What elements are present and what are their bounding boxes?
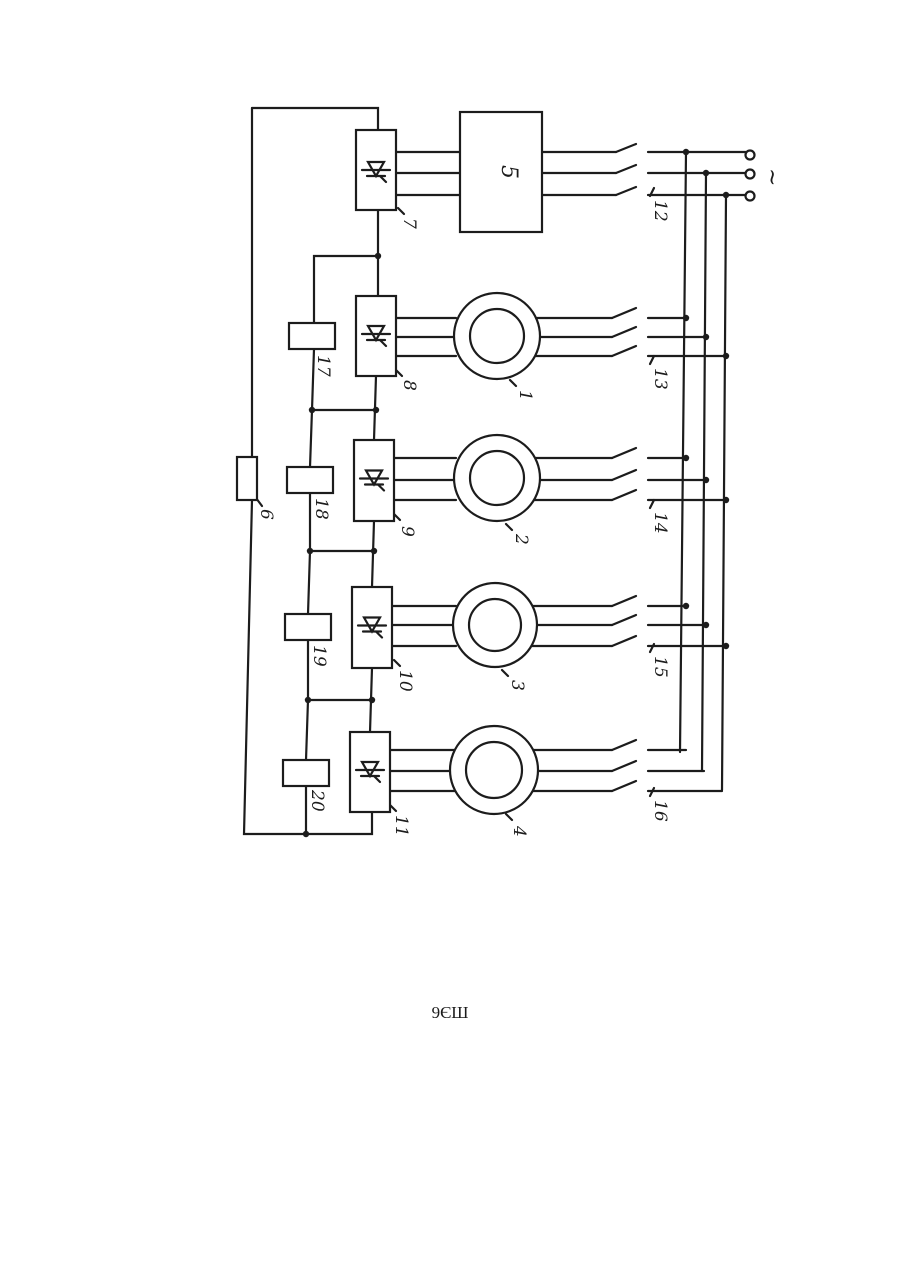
switch-14-blade xyxy=(612,448,636,458)
relay-20-lead-top xyxy=(306,700,308,760)
bus-phase-c xyxy=(722,195,726,790)
junction-dot xyxy=(703,334,709,340)
junction-dot xyxy=(703,622,709,628)
label-block-9: 9 xyxy=(397,526,417,537)
junction-dot xyxy=(723,192,729,198)
label-block-5: 5 xyxy=(496,165,521,179)
label-block-7: 7 xyxy=(399,218,419,229)
relay-18 xyxy=(287,467,333,493)
reference-leader xyxy=(398,208,404,214)
label-block-10: 10 xyxy=(395,670,415,692)
dc-loop-top xyxy=(252,108,378,130)
label-switch-14: 14 xyxy=(650,512,670,534)
relay-17 xyxy=(289,323,335,349)
relay-19 xyxy=(285,614,331,640)
label-relay-18: 18 xyxy=(311,498,331,520)
junction-dot xyxy=(309,407,315,413)
resistor-6 xyxy=(237,457,257,500)
ac-supply-symbol: ~ xyxy=(759,168,784,186)
switch-13-blade xyxy=(612,346,636,356)
converter-9 xyxy=(354,440,394,521)
junction-dot xyxy=(683,603,689,609)
switch-14-blade xyxy=(612,470,636,480)
junction-dot xyxy=(375,253,381,259)
switch-12-blade xyxy=(616,165,636,173)
junction-dot xyxy=(369,697,375,703)
junction-dot xyxy=(371,548,377,554)
terminal-circle-icon xyxy=(746,151,755,160)
converter-8 xyxy=(356,296,396,376)
switch-13-blade xyxy=(612,327,636,337)
motor-2-inner-ring xyxy=(470,451,524,505)
label-motor-1: 1 xyxy=(515,390,535,401)
relay-20 xyxy=(283,760,329,786)
junction-dot xyxy=(723,353,729,359)
motor-3-inner-ring xyxy=(469,599,521,651)
bus-phase-b xyxy=(702,173,706,771)
terminal-circle-icon xyxy=(746,170,755,179)
label-switch-13: 13 xyxy=(650,368,670,390)
switch-15-blade xyxy=(612,636,636,646)
label-relay-20: 20 xyxy=(307,789,327,812)
terminal-circle-icon xyxy=(746,192,755,201)
junction-dot xyxy=(307,548,313,554)
switch-15-blade xyxy=(612,596,636,606)
reference-leader xyxy=(502,670,508,676)
label-motor-3: 3 xyxy=(507,680,527,691)
switch-14-blade xyxy=(612,490,636,500)
label-switch-15: 15 xyxy=(650,656,670,678)
junction-dot xyxy=(305,697,311,703)
switch-16-blade xyxy=(612,740,636,750)
switch-16-blade xyxy=(612,761,636,771)
reference-leader xyxy=(506,524,512,530)
label-relay-17: 17 xyxy=(313,355,333,377)
label-motor-2: 2 xyxy=(511,533,531,545)
bus-phase-a xyxy=(680,152,686,752)
switch-12-blade xyxy=(616,144,636,152)
label-block-6: 6 xyxy=(256,509,276,520)
junction-dot xyxy=(703,170,709,176)
switch-15-blade xyxy=(612,615,636,625)
page-caption: 9ЄШ xyxy=(0,1003,900,1023)
label-block-11: 11 xyxy=(391,815,411,837)
relay-19-lead-top xyxy=(308,551,310,614)
label-relay-19: 19 xyxy=(309,645,329,667)
junction-dot xyxy=(373,407,379,413)
reference-leader xyxy=(394,660,400,666)
junction-dot xyxy=(683,315,689,321)
junction-dot xyxy=(683,455,689,461)
junction-dot xyxy=(723,497,729,503)
converter-10 xyxy=(352,587,392,668)
reference-leader xyxy=(650,356,654,364)
motor-4-inner-ring xyxy=(466,742,522,798)
motor-1-inner-ring xyxy=(470,309,524,363)
reference-leader xyxy=(510,380,516,386)
label-switch-16: 16 xyxy=(650,800,670,822)
converter-11 xyxy=(350,732,390,812)
relay-18-lead-top xyxy=(310,410,312,467)
reference-leader xyxy=(506,814,512,820)
junction-dot xyxy=(303,831,309,837)
switch-13-blade xyxy=(612,308,636,318)
label-switch-12: 12 xyxy=(650,200,670,222)
circuit-components xyxy=(237,112,755,814)
switch-12-blade xyxy=(616,187,636,195)
label-motor-4: 4 xyxy=(509,825,529,837)
junction-dot xyxy=(723,643,729,649)
switch-16-blade xyxy=(612,781,636,791)
junction-dot xyxy=(703,477,709,483)
reference-leader xyxy=(650,500,654,508)
label-block-8: 8 xyxy=(399,380,419,391)
junction-dot xyxy=(683,149,689,155)
